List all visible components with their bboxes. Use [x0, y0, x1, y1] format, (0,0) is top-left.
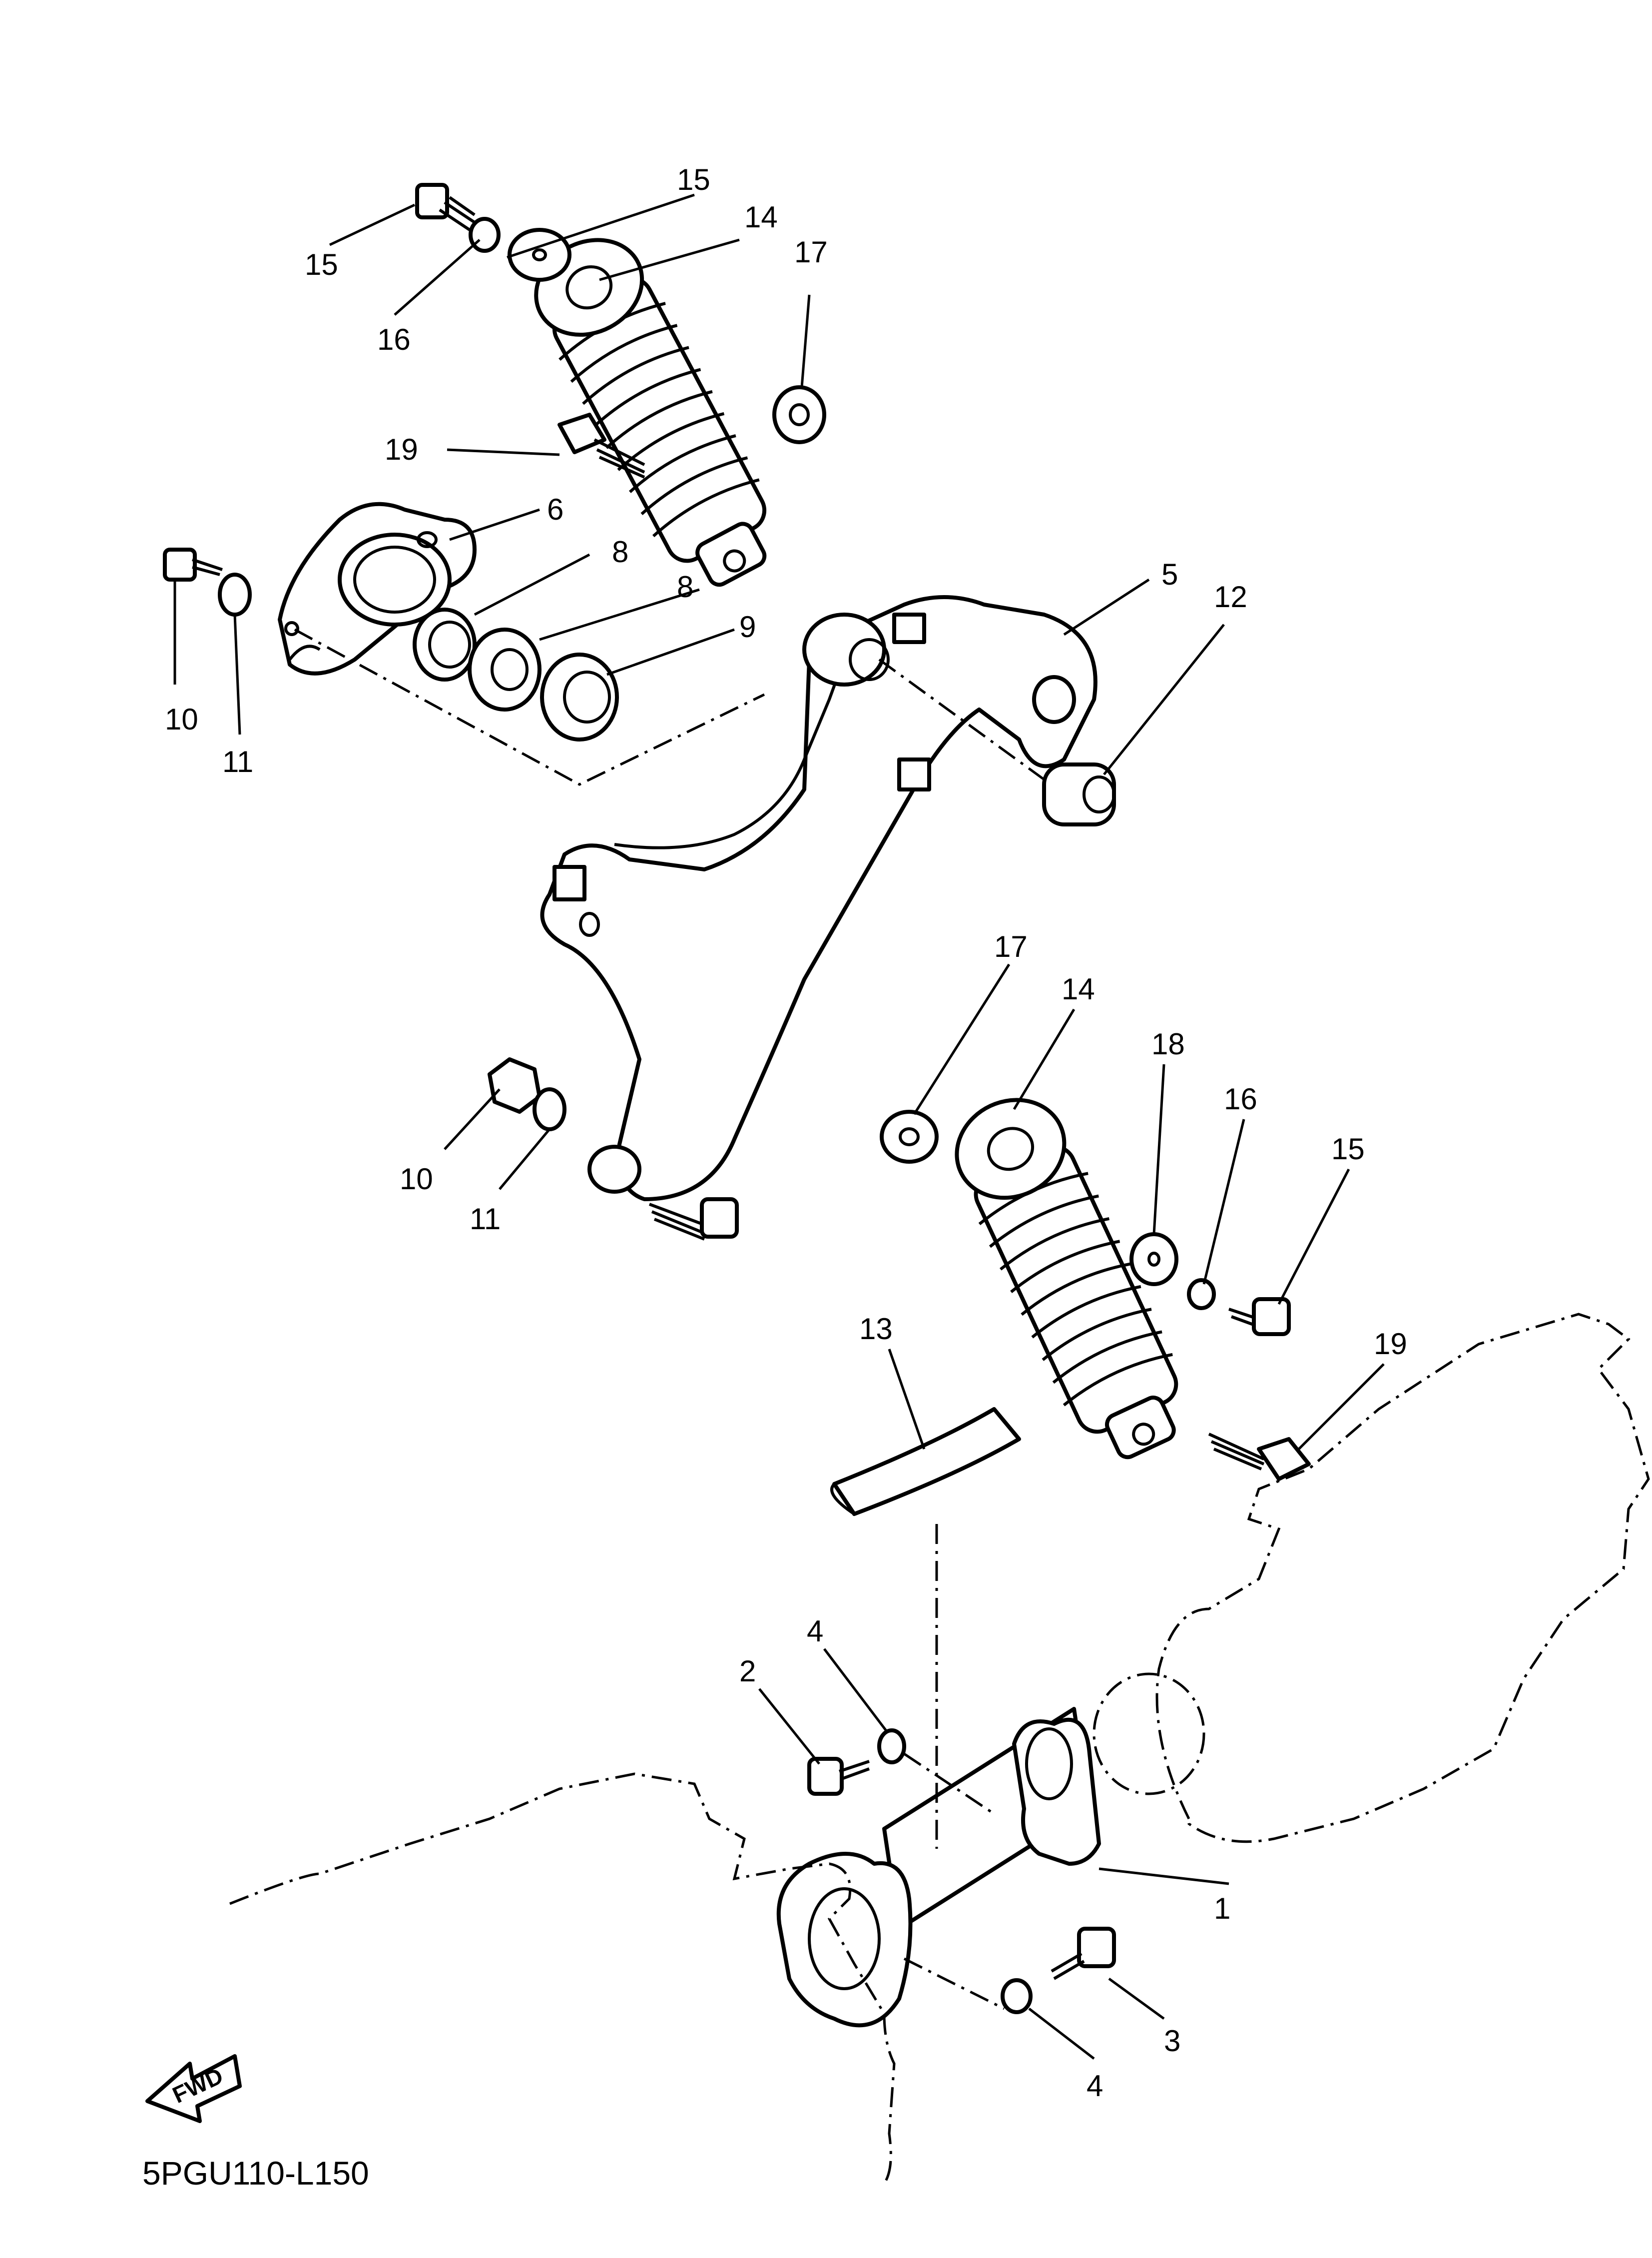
- washer-11-upper[interactable]: [218, 573, 252, 617]
- washer-11-lower[interactable]: [533, 1087, 566, 1131]
- callout-7: 8: [677, 570, 693, 604]
- callout-16-upper: 16: [377, 323, 411, 356]
- callout-8-right: 9: [739, 610, 756, 644]
- nut-10[interactable]: [488, 1057, 542, 1114]
- crankcase-bore: [1093, 1672, 1205, 1795]
- callout-8-left: 8: [612, 535, 628, 569]
- collar-12[interactable]: [1042, 762, 1116, 826]
- bearing-8-left[interactable]: [413, 608, 477, 682]
- washer-4-lower[interactable]: [1001, 1978, 1033, 2014]
- callout-5: 5: [1161, 558, 1178, 591]
- leader-lines: [173, 193, 1385, 2060]
- rear-arm-5[interactable]: [540, 595, 1098, 1201]
- axis-line-shaft-lower: [903, 1957, 1005, 2010]
- callout-19-upper: 19: [385, 433, 418, 466]
- washer-4-upper[interactable]: [877, 1728, 906, 1764]
- sticker-13[interactable]: [830, 1407, 1021, 1516]
- callout-1: 1: [1214, 1892, 1230, 1925]
- washer-18-lower[interactable]: [1129, 1232, 1178, 1286]
- axis-line-shaft: [903, 1752, 995, 1815]
- callout-19-lower: 19: [1374, 1327, 1407, 1361]
- bolt-2[interactable]: [807, 1757, 870, 1796]
- callout-17-lower: 17: [994, 930, 1028, 963]
- callout-6: 6: [547, 493, 563, 526]
- bolt-3[interactable]: [1051, 1927, 1116, 1980]
- spacer-7[interactable]: [468, 628, 542, 712]
- fwd-arrow-icon: FWD: [145, 2054, 242, 2123]
- callout-9: 10: [165, 703, 198, 736]
- washer-17-lower[interactable]: [880, 1110, 939, 1164]
- callout-15-upper: 15: [305, 248, 338, 281]
- bearing-housing-6[interactable]: [278, 502, 477, 676]
- callout-10: 10: [400, 1162, 433, 1196]
- bolt-19-upper[interactable]: [557, 413, 645, 479]
- washer-17-upper[interactable]: [772, 385, 826, 444]
- engine-case-outline: [229, 1772, 896, 2185]
- lock-washer-16-lower[interactable]: [1187, 1278, 1216, 1310]
- lock-washer-16-upper[interactable]: [469, 217, 501, 253]
- axis-line-upper: [294, 628, 765, 786]
- callout-4-lower: 4: [1087, 2069, 1103, 2103]
- shock-absorber-lower[interactable]: [936, 1080, 1204, 1473]
- callout-15-lower: 15: [1331, 1132, 1365, 1166]
- callout-11-upper: 11: [222, 745, 253, 778]
- pivot-shaft-1[interactable]: [776, 1707, 1101, 2028]
- bolt-15-upper[interactable]: [415, 183, 476, 231]
- bolt-lower-arm[interactable]: [648, 1197, 739, 1241]
- washer-18-upper[interactable]: [508, 228, 571, 282]
- callout-3: 3: [1164, 2024, 1180, 2058]
- callout-17-upper: 17: [794, 235, 828, 269]
- callout-13: 13: [859, 1312, 893, 1346]
- callout-12: 12: [1214, 580, 1247, 614]
- crankcase-outline: [1155, 1313, 1650, 1843]
- callout-4-upper: 4: [807, 1614, 823, 1648]
- callout-18-lower: 18: [1151, 1027, 1185, 1061]
- callout-14-lower: 14: [1062, 972, 1095, 1006]
- bolt-15-lower[interactable]: [1228, 1297, 1291, 1336]
- callout-11-lower: 11: [470, 1202, 501, 1236]
- callout-18-upper: 15: [677, 163, 710, 196]
- diagram-code: 5PGU110-L150: [142, 2155, 369, 2192]
- callout-14-upper: 14: [744, 200, 778, 234]
- bolt-9[interactable]: [163, 548, 223, 582]
- callout-2: 2: [739, 1654, 756, 1688]
- callout-16-lower: 16: [1224, 1082, 1257, 1116]
- axis-line-arm: [878, 658, 1045, 781]
- callout-labels: 15 14 17 15 16 19 6 8 8 9 5 12 10 11 10 …: [165, 163, 1407, 2103]
- bearing-8-right[interactable]: [540, 653, 619, 742]
- bolt-19-lower[interactable]: [1208, 1433, 1311, 1481]
